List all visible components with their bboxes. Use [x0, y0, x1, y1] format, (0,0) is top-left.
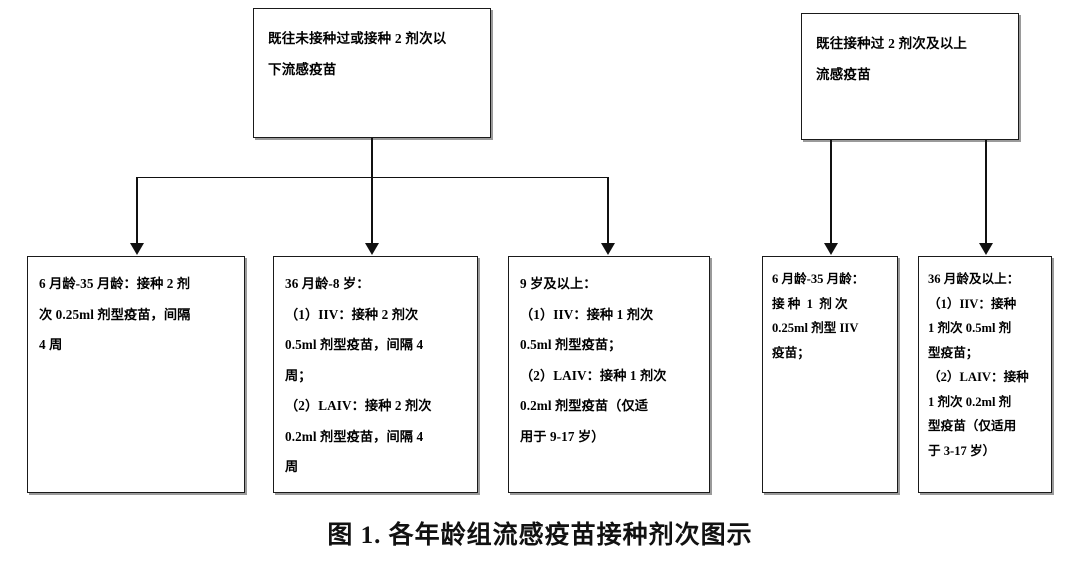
right-child-2-connector [985, 140, 987, 245]
left-trunk-line [371, 138, 373, 178]
left-child-1-arrowhead [130, 243, 144, 255]
left-child-2-label: 36 月龄-8 岁： （1）IIV：接种 2 剂次 0.5ml 剂型疫苗，间隔 … [285, 276, 432, 474]
left-child-2-arrowhead [365, 243, 379, 255]
figure-caption: 图 1. 各年龄组流感疫苗接种剂次图示 [327, 522, 753, 549]
left-child-box-3: 9 岁及以上： （1）IIV：接种 1 剂次 0.5ml 剂型疫苗； （2）LA… [508, 256, 710, 493]
left-child-3-label: 9 岁及以上： （1）IIV：接种 1 剂次 0.5ml 剂型疫苗； （2）LA… [520, 276, 667, 444]
left-root-label: 既往未接种过或接种 2 剂次以 下流感疫苗 [268, 31, 447, 77]
right-child-2-label: 36 月龄及以上： （1）IIV：接种 1 剂次 0.5ml 剂 型疫苗； （2… [928, 272, 1029, 458]
right-root-label: 既往接种过 2 剂次及以上 流感疫苗 [816, 36, 968, 82]
left-child-3-arrowhead [601, 243, 615, 255]
right-child-box-2: 36 月龄及以上： （1）IIV：接种 1 剂次 0.5ml 剂 型疫苗； （2… [918, 256, 1052, 493]
right-root-box: 既往接种过 2 剂次及以上 流感疫苗 [801, 13, 1019, 140]
left-child-1-label: 6 月龄-35 月龄：接种 2 剂 次 0.25ml 剂型疫苗，间隔 4 周 [39, 276, 191, 352]
right-child-box-1: 6 月龄-35 月龄： 接 种 1 剂 次 0.25ml 剂型 IIV 疫苗； [762, 256, 898, 493]
right-child-1-label: 6 月龄-35 月龄： 接 种 1 剂 次 0.25ml 剂型 IIV 疫苗； [772, 272, 865, 360]
left-child-1-connector [136, 177, 138, 245]
right-child-1-connector [830, 140, 832, 245]
left-child-3-connector [607, 177, 609, 245]
left-child-box-1: 6 月龄-35 月龄：接种 2 剂 次 0.25ml 剂型疫苗，间隔 4 周 [27, 256, 245, 493]
left-root-box: 既往未接种过或接种 2 剂次以 下流感疫苗 [253, 8, 491, 138]
right-child-2-arrowhead [979, 243, 993, 255]
left-child-box-2: 36 月龄-8 岁： （1）IIV：接种 2 剂次 0.5ml 剂型疫苗，间隔 … [273, 256, 478, 493]
left-child-2-connector [371, 177, 373, 245]
right-child-1-arrowhead [824, 243, 838, 255]
